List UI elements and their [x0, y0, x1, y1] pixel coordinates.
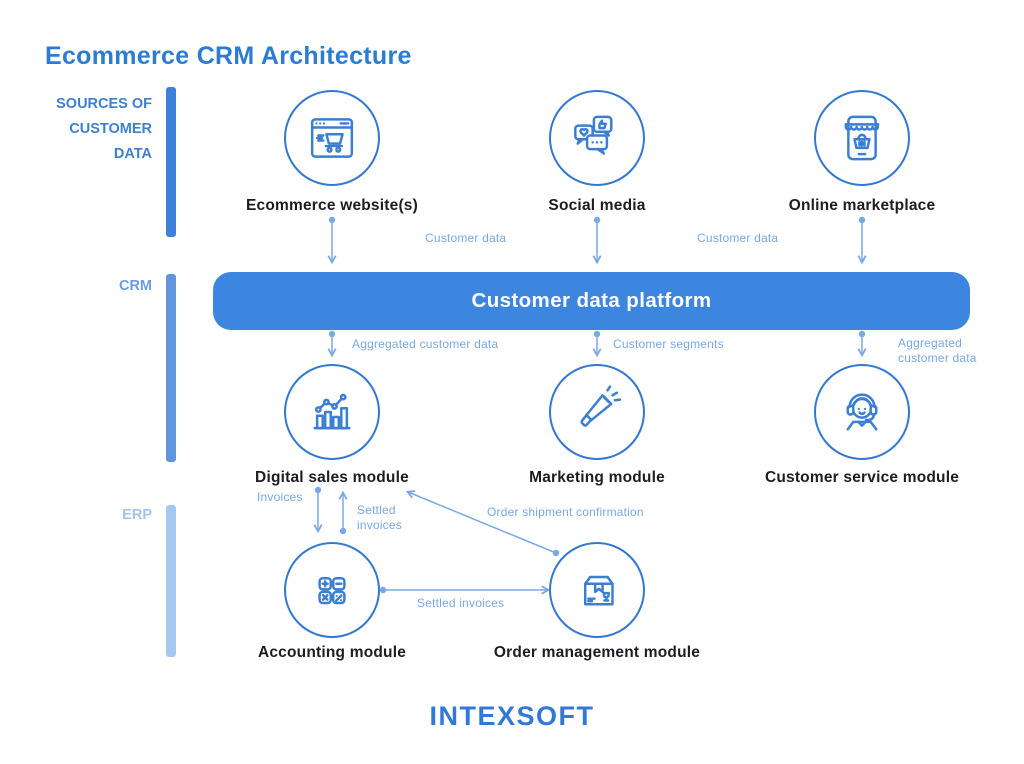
- section-label-sources-line1: SOURCES OF: [56, 96, 152, 112]
- section-label-sources-line3: DATA: [113, 146, 152, 162]
- node-label-social-media: Social media: [548, 197, 646, 214]
- customer-data-platform: Customer data platform: [213, 272, 970, 330]
- edge-label-aggregated-right-line1: Aggregated: [898, 336, 963, 350]
- section-label-sources: SOURCES OF CUSTOMER DATA: [22, 92, 152, 167]
- section-bar-crm: [166, 274, 176, 462]
- edge-label-settled-invoices-vertical: Settled invoices: [357, 503, 402, 533]
- node-digital-sales: [284, 364, 380, 460]
- social-bubbles-icon: [574, 115, 613, 155]
- node-label-marketing: Marketing module: [529, 469, 665, 486]
- section-label-erp: ERP: [122, 507, 152, 523]
- section-label-sources-line2: CUSTOMER: [69, 121, 152, 137]
- edge-label-customer-data-left: Customer data: [425, 231, 507, 245]
- edge-label-customer-data-right: Customer data: [697, 231, 779, 245]
- node-label-order-management: Order management module: [493, 644, 701, 661]
- edge-label-aggregated-right-line2: customer data: [898, 351, 977, 365]
- node-label-digital-sales: Digital sales module: [255, 469, 409, 486]
- section-bar-sources: [166, 87, 176, 237]
- node-customer-service: [814, 364, 910, 460]
- section-label-crm: CRM: [118, 278, 152, 294]
- edge-label-invoices: Invoices: [257, 490, 303, 504]
- node-label-customer-service: Customer service module: [764, 469, 960, 486]
- node-order-management: [549, 542, 645, 638]
- intexsoft-logo: INTEXSOFT: [429, 701, 595, 731]
- node-label-ecommerce-website: Ecommerce website(s): [246, 197, 418, 214]
- node-ecommerce-website: [284, 90, 380, 186]
- browser-cart-icon: [310, 118, 354, 158]
- customer-data-platform-label: Customer data platform: [471, 289, 712, 312]
- node-social-media: [549, 90, 645, 186]
- edge-label-settled-vertical-line1: Settled: [357, 503, 396, 517]
- edge-label-settled-vertical-line2: invoices: [357, 518, 402, 532]
- bar-chart-icon: [313, 393, 351, 430]
- node-marketing: [549, 364, 645, 460]
- support-agent-icon: [846, 393, 878, 431]
- edge-label-aggregated-customer-data-right: Aggregated customer data: [898, 336, 977, 366]
- node-label-online-marketplace: Online marketplace: [788, 197, 936, 214]
- edge-label-order-shipment-confirmation: Order shipment confirmation: [487, 505, 644, 519]
- package-box-icon: [583, 575, 614, 606]
- page-title: Ecommerce CRM Architecture: [45, 42, 412, 70]
- edge-label-settled-invoices-horizontal: Settled invoices: [417, 596, 505, 610]
- megaphone-icon: [580, 385, 622, 427]
- edge-label-customer-segments: Customer segments: [613, 337, 724, 351]
- edge-label-aggregated-customer-data-left: Aggregated customer data: [352, 337, 499, 351]
- node-online-marketplace: [814, 90, 910, 186]
- calculator-icon: [318, 576, 346, 605]
- node-label-accounting: Accounting module: [257, 644, 407, 661]
- marketplace-tablet-icon: [844, 115, 880, 161]
- node-accounting: [284, 542, 380, 638]
- section-bar-erp: [166, 505, 176, 657]
